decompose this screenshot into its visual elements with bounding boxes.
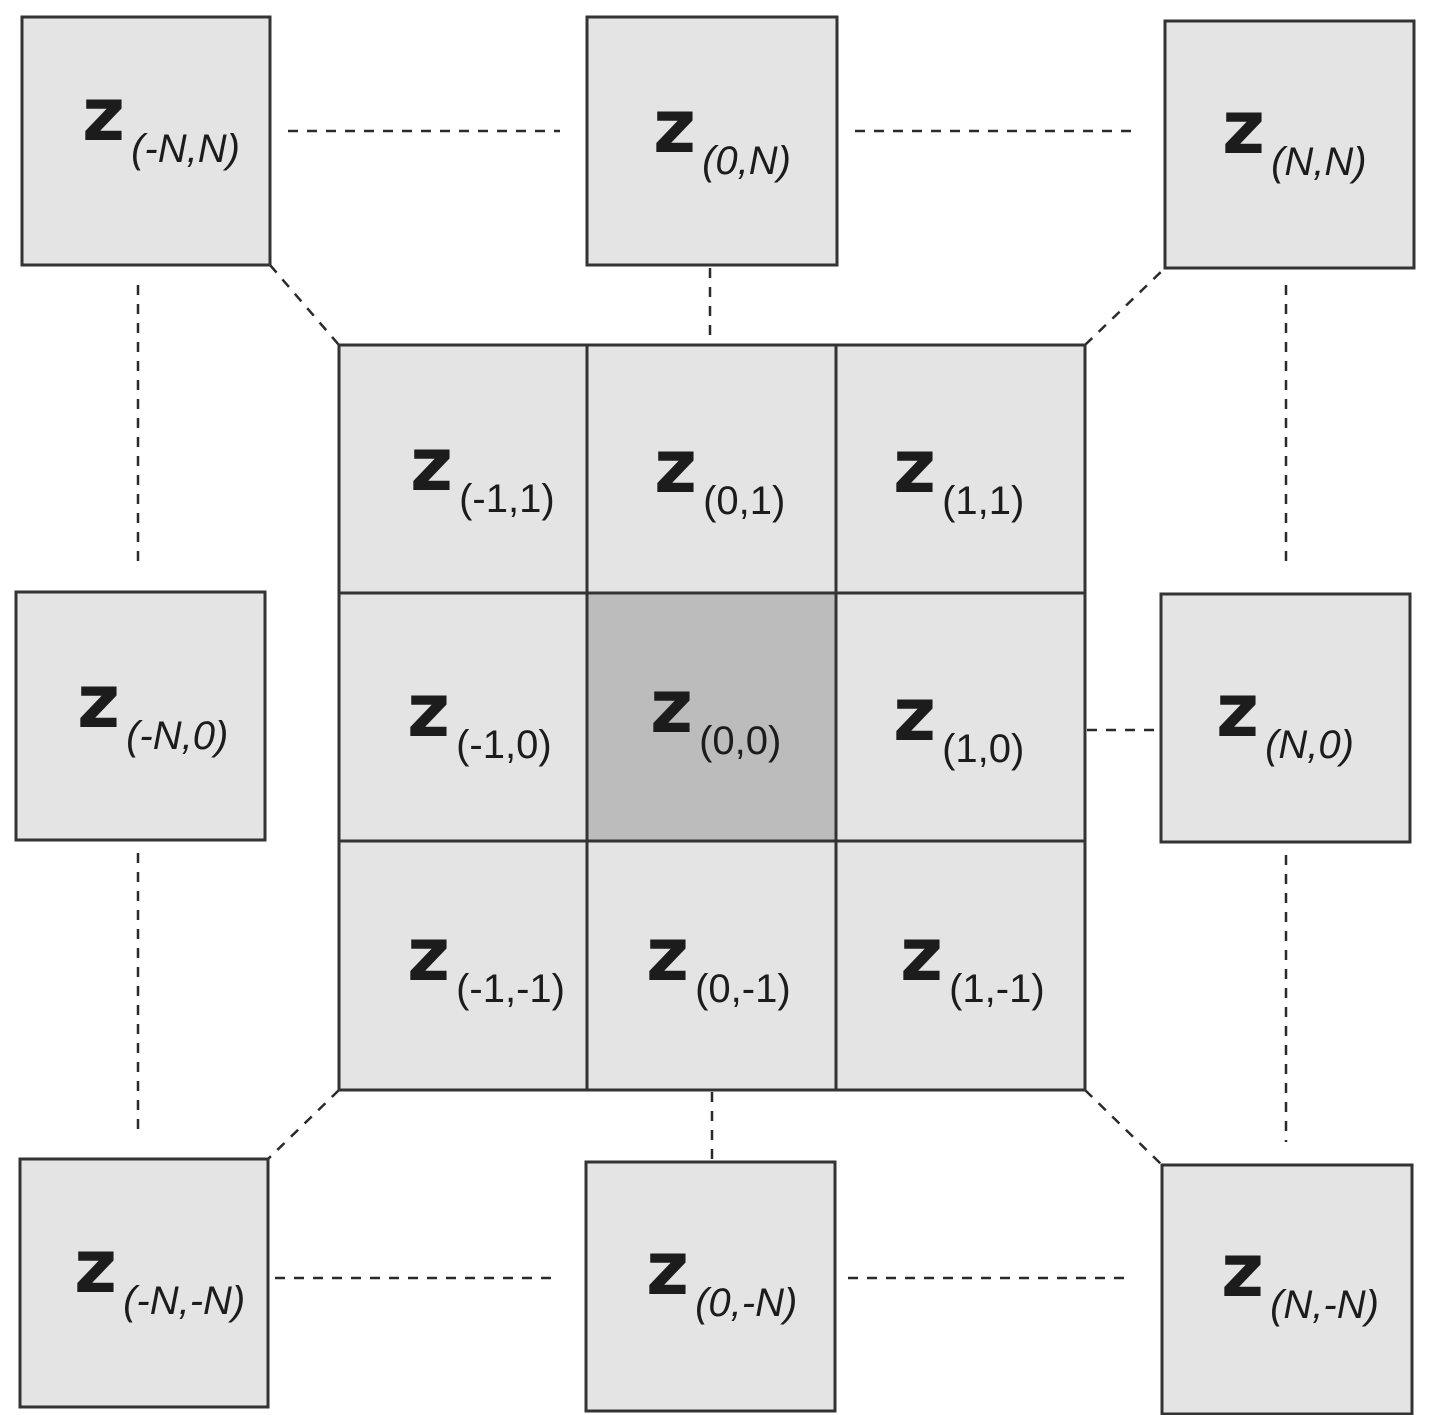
cell-label: z(-1,-1)	[407, 912, 565, 1011]
lattice-cells: z(-N,N)z(0,N)z(N,N)z(-1,1)z(0,1)z(1,1)z(…	[14, 15, 1416, 1415]
lattice-cell-z-neg1-neg1: z(-1,-1)	[337, 839, 589, 1092]
cell-box	[20, 15, 272, 267]
lattice-cell-z-neg1-0: z(-1,0)	[337, 591, 589, 843]
cell-variable: z	[900, 912, 943, 998]
lattice-cell-z-0-n: z(0,N)	[585, 15, 839, 267]
cell-subscript: (-1,-1)	[456, 967, 565, 1011]
cell-subscript: (-1,1)	[459, 477, 555, 521]
cell-variable: z	[654, 424, 697, 510]
lattice-cell-z-neg-n-0: z(-N,0)	[14, 590, 267, 842]
lattice-cell-z-neg1-1: z(-1,1)	[337, 343, 589, 595]
dashed-connector-line	[1084, 1089, 1163, 1166]
lattice-cell-z-1-0: z(1,0)	[834, 591, 1087, 843]
cell-box	[337, 839, 589, 1092]
lattice-cell-z-0-0: z(0,0)	[585, 591, 838, 843]
cell-subscript: (1,-1)	[949, 967, 1045, 1011]
lattice-cell-z-n-n: z(N,N)	[1163, 19, 1416, 270]
cell-variable: z	[893, 672, 936, 758]
cell-subscript: (N,N)	[1271, 140, 1367, 184]
dashed-connector-line	[1084, 267, 1166, 346]
lattice-cell-z-0-neg1: z(0,-1)	[585, 839, 838, 1092]
cell-box	[834, 591, 1087, 843]
cell-label: z(0,1)	[654, 424, 785, 523]
cell-label: z(-N,0)	[77, 659, 228, 758]
cell-variable: z	[893, 424, 936, 510]
cell-box	[1160, 1163, 1414, 1415]
cell-label: z(-1,1)	[410, 422, 555, 521]
cell-label: z(0,-1)	[646, 912, 791, 1011]
cell-box	[585, 15, 839, 267]
cell-box	[337, 343, 589, 595]
dashed-connector-line	[267, 1089, 340, 1160]
cell-label: z(-N,N)	[82, 72, 240, 171]
cell-box	[834, 343, 1087, 595]
cell-variable: z	[410, 422, 453, 508]
cell-variable: z	[407, 668, 450, 754]
cell-box	[585, 839, 838, 1092]
cell-box	[834, 839, 1087, 1092]
cell-label: z(1,0)	[893, 672, 1024, 771]
lattice-cell-z-neg-n-n: z(-N,N)	[20, 15, 272, 267]
cell-variable: z	[650, 664, 693, 750]
cell-box	[1159, 592, 1412, 844]
cell-subscript: (0,0)	[699, 719, 781, 763]
cell-subscript: (0,-N)	[695, 1281, 797, 1325]
cell-box	[1163, 19, 1416, 270]
cell-label: z(0,-N)	[646, 1226, 797, 1325]
lattice-cell-z-1-1: z(1,1)	[834, 343, 1087, 595]
cell-label: z(-1,0)	[407, 668, 552, 767]
cell-subscript: (N,-N)	[1270, 1283, 1379, 1327]
cell-variable: z	[77, 659, 120, 745]
cell-subscript: (0,1)	[703, 479, 785, 523]
cell-subscript: (0,N)	[702, 139, 791, 183]
cell-subscript: (-N,0)	[126, 714, 228, 758]
lattice-cell-z-n-neg-n: z(N,-N)	[1160, 1163, 1414, 1415]
dashed-connector-line	[269, 264, 340, 346]
cell-variable: z	[653, 84, 696, 170]
cell-label: z(1,1)	[893, 424, 1024, 523]
cell-subscript: (N,0)	[1265, 723, 1354, 767]
cell-box	[585, 343, 838, 595]
cell-subscript: (0,-1)	[695, 967, 791, 1011]
cell-label: z(N,N)	[1222, 85, 1367, 184]
cell-variable: z	[74, 1224, 117, 1310]
cell-box	[585, 591, 838, 843]
cell-box	[337, 591, 589, 843]
cell-label: z(0,0)	[650, 664, 781, 763]
cell-subscript: (1,1)	[942, 479, 1024, 523]
cell-box	[14, 590, 267, 842]
lattice-cell-z-neg-n-neg-n: z(-N,-N)	[18, 1157, 270, 1409]
cell-label: z(1,-1)	[900, 912, 1045, 1011]
lattice-cell-z-n-0: z(N,0)	[1159, 592, 1412, 844]
lattice-cell-z-0-1: z(0,1)	[585, 343, 838, 595]
lattice-cell-z-0-neg-n: z(0,-N)	[584, 1160, 837, 1413]
cell-variable: z	[407, 912, 450, 998]
cell-variable: z	[1222, 85, 1265, 171]
cell-subscript: (-N,-N)	[123, 1279, 245, 1323]
cell-box	[584, 1160, 837, 1413]
cell-label: z(0,N)	[653, 84, 791, 183]
lattice-cell-z-1-neg1: z(1,-1)	[834, 839, 1087, 1092]
cell-variable: z	[646, 912, 689, 998]
cell-subscript: (-1,0)	[456, 723, 552, 767]
cell-subscript: (-N,N)	[131, 127, 240, 171]
cell-box	[18, 1157, 270, 1409]
cell-variable: z	[1221, 1228, 1264, 1314]
cell-label: z(N,0)	[1216, 668, 1354, 767]
cell-subscript: (1,0)	[942, 727, 1024, 771]
cell-label: z(N,-N)	[1221, 1228, 1379, 1327]
dashed-connectors	[136, 129, 1288, 1280]
cell-variable: z	[1216, 668, 1259, 754]
cell-label: z(-N,-N)	[74, 1224, 245, 1323]
cell-variable: z	[82, 72, 125, 158]
cell-variable: z	[646, 1226, 689, 1312]
